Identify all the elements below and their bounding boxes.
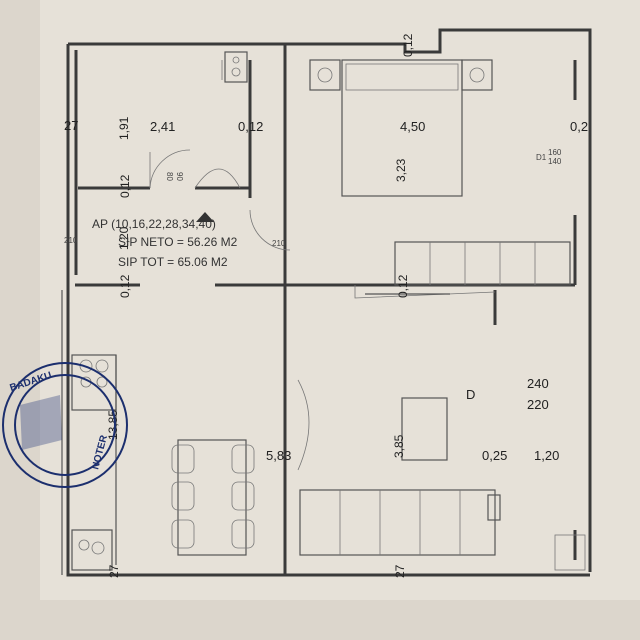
dim-120b: 1,20 [534, 448, 559, 463]
small-140: 140 [548, 157, 562, 166]
apartment-code: AP (10,16,22,28,34,40) [92, 217, 216, 231]
dim-012-a: 0,12 [238, 119, 263, 134]
dim-241: 2,41 [150, 119, 175, 134]
dim-240: 240 [527, 376, 549, 391]
bedroom-furniture [249, 59, 571, 299]
dim-583: 5,83 [266, 448, 291, 463]
small-210-b: 210 [272, 239, 286, 248]
dim-323: 3,23 [394, 158, 408, 182]
dim-025: 0,25 [482, 448, 507, 463]
dim-012-e: 0,12 [401, 33, 415, 57]
small-d1: D1 [536, 153, 547, 162]
dim-120: 1,20 [117, 226, 131, 250]
dim-450: 4,50 [400, 119, 425, 134]
dim-012-d: 0,12 [396, 274, 410, 298]
bathroom-fixtures [149, 51, 248, 189]
door-marker-icon [196, 212, 214, 222]
net-area: SIP NETO = 56.26 M2 [118, 235, 238, 249]
dim-012-c: 0,12 [118, 274, 132, 298]
living-furniture [297, 379, 586, 571]
dim-012-b: 0,12 [118, 174, 132, 198]
dim-27-bottom-a: 27 [107, 564, 121, 578]
dining-table [171, 439, 255, 556]
dimension-labels: 27 1,91 2,41 0,12 4,50 0,2 3,23 0,12 1,2… [64, 33, 588, 578]
small-80: 80 [165, 172, 174, 181]
dim-27-bottom-b: 27 [393, 564, 407, 578]
dim-27-left: 27 [64, 118, 78, 133]
total-area: SIP TOT = 65.06 M2 [118, 255, 228, 269]
small-210-a: 210 [64, 236, 78, 245]
dim-385: 3,85 [392, 434, 406, 458]
door-d: D [466, 387, 475, 402]
dim-220: 220 [527, 397, 549, 412]
dim-02: 0,2 [570, 119, 588, 134]
outer-walls [61, 28, 592, 577]
dim-1385: 13,85 [106, 410, 120, 440]
dim-191: 1,91 [117, 116, 131, 140]
small-90: 90 [175, 172, 184, 181]
small-160: 160 [548, 148, 562, 157]
interior-walls [75, 44, 577, 575]
apartment-info: AP (10,16,22,28,34,40) SIP NETO = 56.26 … [92, 212, 238, 269]
paper-shade-bottom [0, 600, 640, 640]
paper-shade [0, 0, 40, 640]
